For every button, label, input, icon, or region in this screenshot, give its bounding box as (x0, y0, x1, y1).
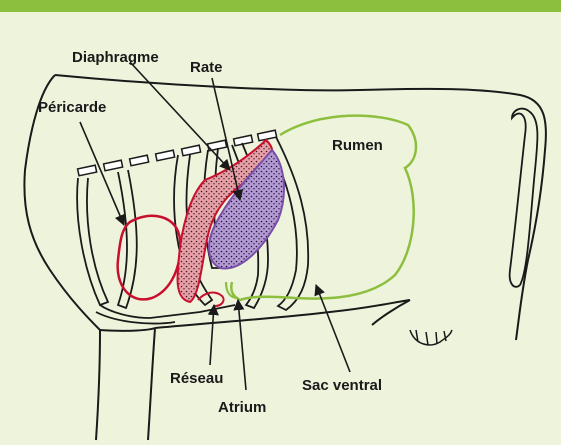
label-atrium: Atrium (218, 399, 266, 416)
label-rate: Rate (190, 59, 223, 76)
cow-body-outline (24, 75, 546, 440)
label-reseau: Réseau (170, 370, 223, 387)
label-rumen: Rumen (332, 137, 383, 154)
udder (410, 330, 452, 345)
label-sac-ventral: Sac ventral (302, 377, 382, 394)
tail (510, 109, 538, 287)
label-pericarde: Péricarde (38, 99, 106, 116)
label-diaphragme: Diaphragme (72, 49, 159, 66)
